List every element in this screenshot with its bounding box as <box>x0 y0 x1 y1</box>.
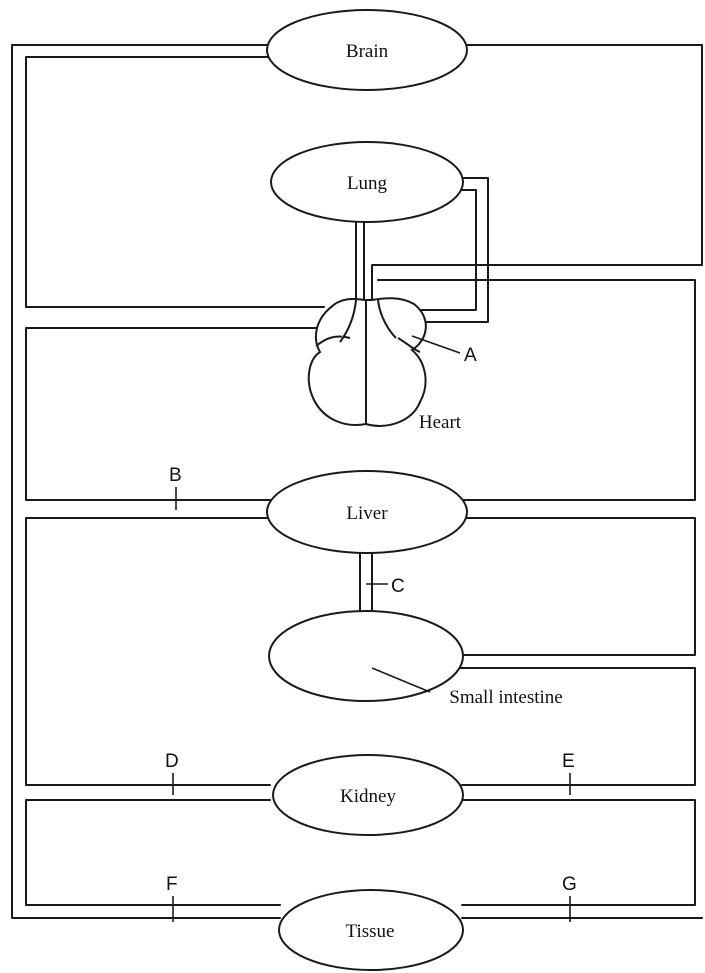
tissue-left-vessel <box>11 904 281 919</box>
pointer-small-intestine <box>371 667 431 693</box>
kidney-outflow-vessel <box>461 799 696 906</box>
label-g: G <box>562 874 577 895</box>
label-e: E <box>562 751 575 772</box>
liver-return-vessel <box>25 517 271 786</box>
small-intestine-label: Small intestine <box>449 687 562 708</box>
heart-right-valve <box>397 337 421 353</box>
label-c: C <box>391 576 405 597</box>
small-intestine-organ <box>268 610 464 702</box>
intestine-right-vessel <box>455 667 696 786</box>
label-d: D <box>165 751 179 772</box>
body-outflow-vessel <box>377 279 696 501</box>
kidney-label: Kidney <box>340 786 396 807</box>
brain-right-vessel <box>371 44 703 306</box>
liver-outflow-vessel <box>455 517 696 656</box>
heart-outline <box>307 297 427 427</box>
heart-organ <box>307 297 427 427</box>
kidney-return-vessel <box>25 799 281 906</box>
brain-label: Brain <box>346 41 389 62</box>
label-a: A <box>464 345 477 366</box>
pulmonary-right-inner-vessel <box>409 189 477 311</box>
pointer-a <box>411 335 461 354</box>
tissue-label: Tissue <box>346 921 395 942</box>
lung-label: Lung <box>347 173 388 194</box>
heart-label: Heart <box>419 412 462 433</box>
label-b: B <box>169 465 182 486</box>
heart-inner-left <box>339 299 357 343</box>
lung-organ <box>270 141 464 223</box>
liver-label: Liver <box>346 503 388 524</box>
brain-outer-vessel <box>11 44 273 906</box>
heart-inner-right <box>377 299 397 339</box>
label-f: F <box>166 874 178 895</box>
brain-organ <box>266 9 468 91</box>
kidney-organ <box>272 754 464 836</box>
brain-return-vessel <box>25 56 325 308</box>
body-return-vessel <box>25 327 321 501</box>
tissue-organ <box>278 889 464 971</box>
liver-organ <box>266 470 468 554</box>
pulmonary-right-vessel <box>409 177 489 323</box>
